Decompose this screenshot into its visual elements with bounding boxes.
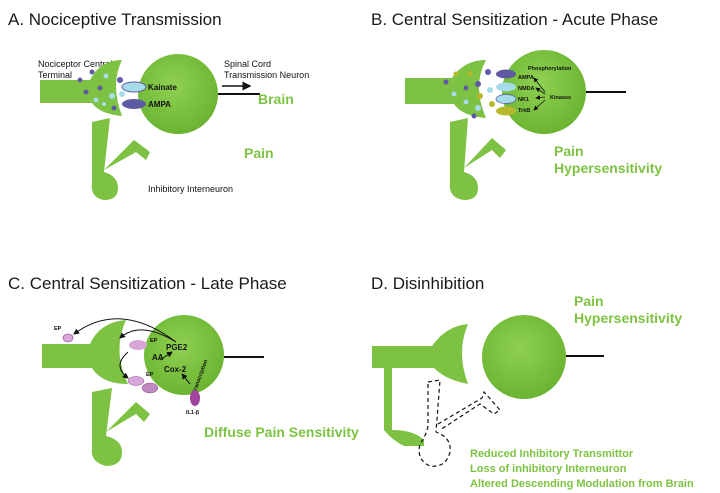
il1-receptor	[141, 382, 159, 394]
spinal-label-line2: Transmission Neuron	[224, 70, 309, 80]
trkb-receptor-b	[496, 106, 516, 116]
ep-label-3: EP	[146, 372, 154, 378]
brain-label: Brain	[258, 91, 294, 107]
nk1-label-b: NK1	[518, 97, 529, 103]
panel-c: C. Central Sensitization - Late Phase EP…	[8, 274, 359, 466]
inhibitory-interneuron-c	[91, 388, 150, 466]
cause-2: Loss of inhibitory Interneuron	[470, 463, 627, 475]
interneuron-label: Inhibitory Interneuron	[148, 184, 233, 194]
pain-label-d: Pain	[574, 293, 604, 309]
pain-label-b: Pain	[554, 143, 584, 159]
panel-b-title: B. Central Sensitization - Acute Phase	[371, 10, 658, 29]
il1b-receptor	[190, 390, 200, 406]
ampa-label-b: AMPA	[518, 75, 534, 81]
kinases-label: Kinases	[550, 95, 571, 101]
spinal-label-line1: Spinal Cord	[224, 59, 271, 69]
nmda-label-b: NMDA	[518, 86, 535, 92]
ep-receptor-3	[127, 376, 145, 386]
vesicles	[77, 69, 125, 111]
transmission-neuron-b	[502, 50, 586, 134]
cause-3: Altered Descending Modulation from Brain	[470, 478, 694, 490]
panel-a-title: A. Nociceptive Transmission	[8, 10, 222, 29]
panel-a: A. Nociceptive Transmission Nociceptor C…	[8, 10, 309, 200]
pain-label: Pain	[244, 145, 274, 161]
transmission-neuron-c	[144, 315, 224, 395]
cox2-label: Cox-2	[164, 365, 187, 374]
ep-label-2: EP	[150, 338, 158, 344]
nociceptor-label-line1: Nociceptor Central	[38, 59, 113, 69]
ep-receptor-post	[129, 340, 147, 350]
hypersensitivity-label-d: Hypersensitivity	[574, 310, 682, 326]
panel-b: B. Central Sensitization - Acute Phase P…	[371, 10, 662, 200]
interneuron-remnant-d	[384, 368, 424, 446]
nociceptor-terminal-c	[42, 320, 128, 384]
ampa-label: AMPA	[148, 100, 171, 109]
diffuse-pain-label: Diffuse Pain Sensitivity	[204, 424, 359, 440]
panel-d: D. Disinhibition Pain Hypersensitivity R…	[371, 274, 694, 490]
kainate-label: Kainate	[148, 83, 177, 92]
inhibitory-interneuron	[91, 118, 150, 200]
nociceptor-terminal-d	[372, 324, 468, 384]
nk1-receptor-b	[495, 94, 517, 104]
trkb-label-b: TrkB	[518, 108, 530, 114]
lost-interneuron-outline	[418, 379, 501, 467]
panel-d-title: D. Disinhibition	[371, 274, 484, 293]
phosphorylation-label: Phosphorylation	[528, 66, 572, 72]
nmda-receptor-b	[496, 82, 516, 92]
nociceptor-terminal	[40, 60, 122, 116]
ep-receptor-presynaptic	[62, 333, 74, 343]
vesicles-b	[443, 69, 495, 119]
ep-label-1: EP	[54, 326, 62, 332]
inhibitory-interneuron-b	[449, 118, 506, 200]
hypersensitivity-label-b: Hypersensitivity	[554, 160, 662, 176]
pge2-label: PGE2	[166, 343, 188, 352]
il1b-label: IL1-β	[186, 410, 200, 416]
kinase-arrows	[533, 77, 546, 111]
transmission-neuron-d	[482, 315, 566, 399]
transmission-neuron	[138, 54, 218, 134]
ampa-receptor-b	[496, 69, 516, 79]
aa-label: AA	[152, 353, 164, 362]
ampa-receptor	[122, 99, 146, 109]
kainate-receptor	[121, 81, 147, 93]
pge2-arrows	[73, 318, 191, 385]
panel-c-title: C. Central Sensitization - Late Phase	[8, 274, 287, 293]
nociceptor-label-line2: Terminal	[38, 70, 72, 80]
nociceptor-terminal-b	[405, 60, 486, 118]
cause-1: Reduced Inhibitory Transmittor	[470, 448, 634, 460]
